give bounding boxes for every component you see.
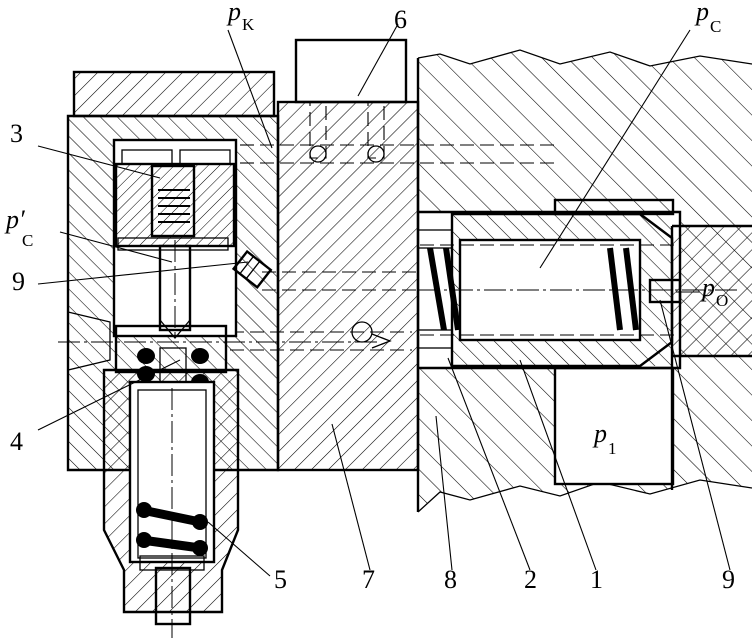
part-labels: 3 9 4 6 5 7 8 2 1 9 [10,5,735,594]
middle-body [230,38,560,472]
svg-text:p′: p′ [4,205,25,234]
svg-text:O: O [716,291,728,310]
leader-lines [37,23,731,577]
label-3: 3 [10,119,23,148]
label-7: 7 [362,565,375,594]
pilot-spring-3 [158,189,190,223]
pressure-pc-prime: p′ C [4,205,33,250]
svg-text:K: K [242,15,255,34]
svg-text:C: C [710,17,721,36]
label-6: 6 [394,5,407,34]
lower-spring-5 [136,502,208,556]
pressure-pc: p C [694,0,721,36]
svg-text:C: C [22,231,33,250]
label-9-right: 9 [722,565,735,594]
svg-text:p: p [592,419,607,448]
label-9-left: 9 [12,267,25,296]
pressure-labels: p K p C p′ C p O p 1 [4,0,728,458]
label-8: 8 [444,565,457,594]
svg-text:p: p [700,273,715,302]
label-4: 4 [10,427,23,456]
svg-text:1: 1 [608,439,617,458]
spring-2 [420,244,680,336]
side-plug-9 [231,249,273,289]
label-2: 2 [524,565,537,594]
lower-housing [102,368,240,638]
label-1: 1 [590,565,603,594]
spool [417,198,740,368]
pressure-pk: p K [226,0,255,34]
svg-text:p: p [694,0,709,26]
pressure-p1: p 1 [592,419,617,458]
svg-text:p: p [226,0,241,26]
label-5: 5 [274,565,287,594]
pressure-po: p O [700,273,728,310]
